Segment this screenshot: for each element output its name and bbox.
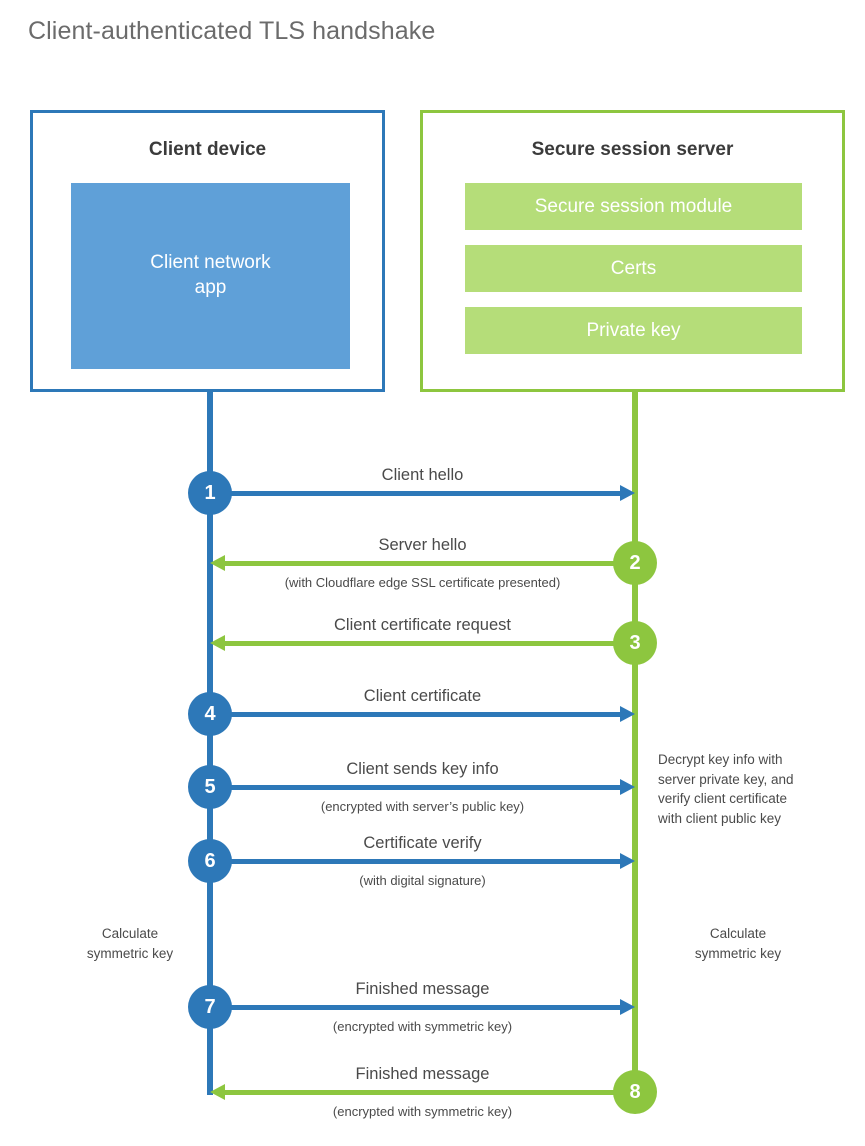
message-arrow-1 (210, 485, 635, 501)
client-lifeline (207, 389, 213, 1095)
arrowhead-5 (620, 779, 635, 795)
message-arrow-3 (210, 635, 635, 651)
step-number-5: 5 (204, 775, 216, 798)
arrowhead-7 (620, 999, 635, 1015)
message-label-4: Client certificate (363, 687, 482, 705)
arrowhead-3 (210, 635, 225, 651)
message-label-8: Finished message (355, 1065, 490, 1083)
message-arrow-6 (210, 853, 635, 869)
message-label-6: Certificate verify (363, 834, 482, 852)
message-arrow-8 (210, 1084, 635, 1100)
message-sublabel-2: (with Cloudflare edge SSL certificate pr… (284, 575, 561, 590)
server-component-private-key: Private key (465, 307, 802, 354)
step-number-1: 1 (204, 481, 216, 504)
server-lifeline (632, 389, 638, 1095)
message-arrow-2 (210, 555, 635, 571)
arrowhead-8 (210, 1084, 225, 1100)
step-circle-2[interactable]: 2 (613, 541, 657, 585)
message-sublabel-5: (encrypted with server’s public key) (320, 799, 525, 814)
message-label-2: Server hello (378, 536, 467, 554)
server-component-secure-session-module: Secure session module (465, 183, 802, 230)
step-circle-1[interactable]: 1 (188, 471, 232, 515)
step-circle-3[interactable]: 3 (613, 621, 657, 665)
secure-session-server-title: Secure session server (531, 139, 734, 160)
page-title: Client-authenticated TLS handshake (28, 17, 436, 45)
arrowhead-2 (210, 555, 225, 571)
message-arrow-4 (210, 706, 635, 722)
step-circle-7[interactable]: 7 (188, 985, 232, 1029)
client-device-title: Client device (148, 139, 267, 160)
step-number-6: 6 (204, 849, 216, 872)
message-arrow-5 (210, 779, 635, 795)
step-circle-6[interactable]: 6 (188, 839, 232, 883)
message-label-1: Client hello (381, 466, 464, 484)
arrowhead-1 (620, 485, 635, 501)
message-sublabel-7: (encrypted with symmetric key) (332, 1019, 513, 1034)
step-number-7: 7 (204, 995, 216, 1018)
step-number-2: 2 (629, 551, 641, 574)
step-circle-8[interactable]: 8 (613, 1070, 657, 1114)
message-label-5: Client sends key info (346, 760, 499, 778)
message-label-7: Finished message (355, 980, 490, 998)
arrowhead-6 (620, 853, 635, 869)
message-label-3: Client certificate request (334, 616, 511, 634)
server-component-certs: Certs (465, 245, 802, 292)
step-number-8: 8 (629, 1080, 641, 1103)
message-sublabel-8: (encrypted with symmetric key) (332, 1104, 513, 1119)
step-circle-4[interactable]: 4 (188, 692, 232, 736)
arrowhead-4 (620, 706, 635, 722)
message-arrow-7 (210, 999, 635, 1015)
step-number-4: 4 (204, 702, 216, 725)
step-number-3: 3 (629, 631, 641, 654)
message-sublabel-6: (with digital signature) (359, 873, 486, 888)
step-circle-5[interactable]: 5 (188, 765, 232, 809)
secure-session-server-box: Secure session server Secure session mod… (420, 110, 845, 392)
